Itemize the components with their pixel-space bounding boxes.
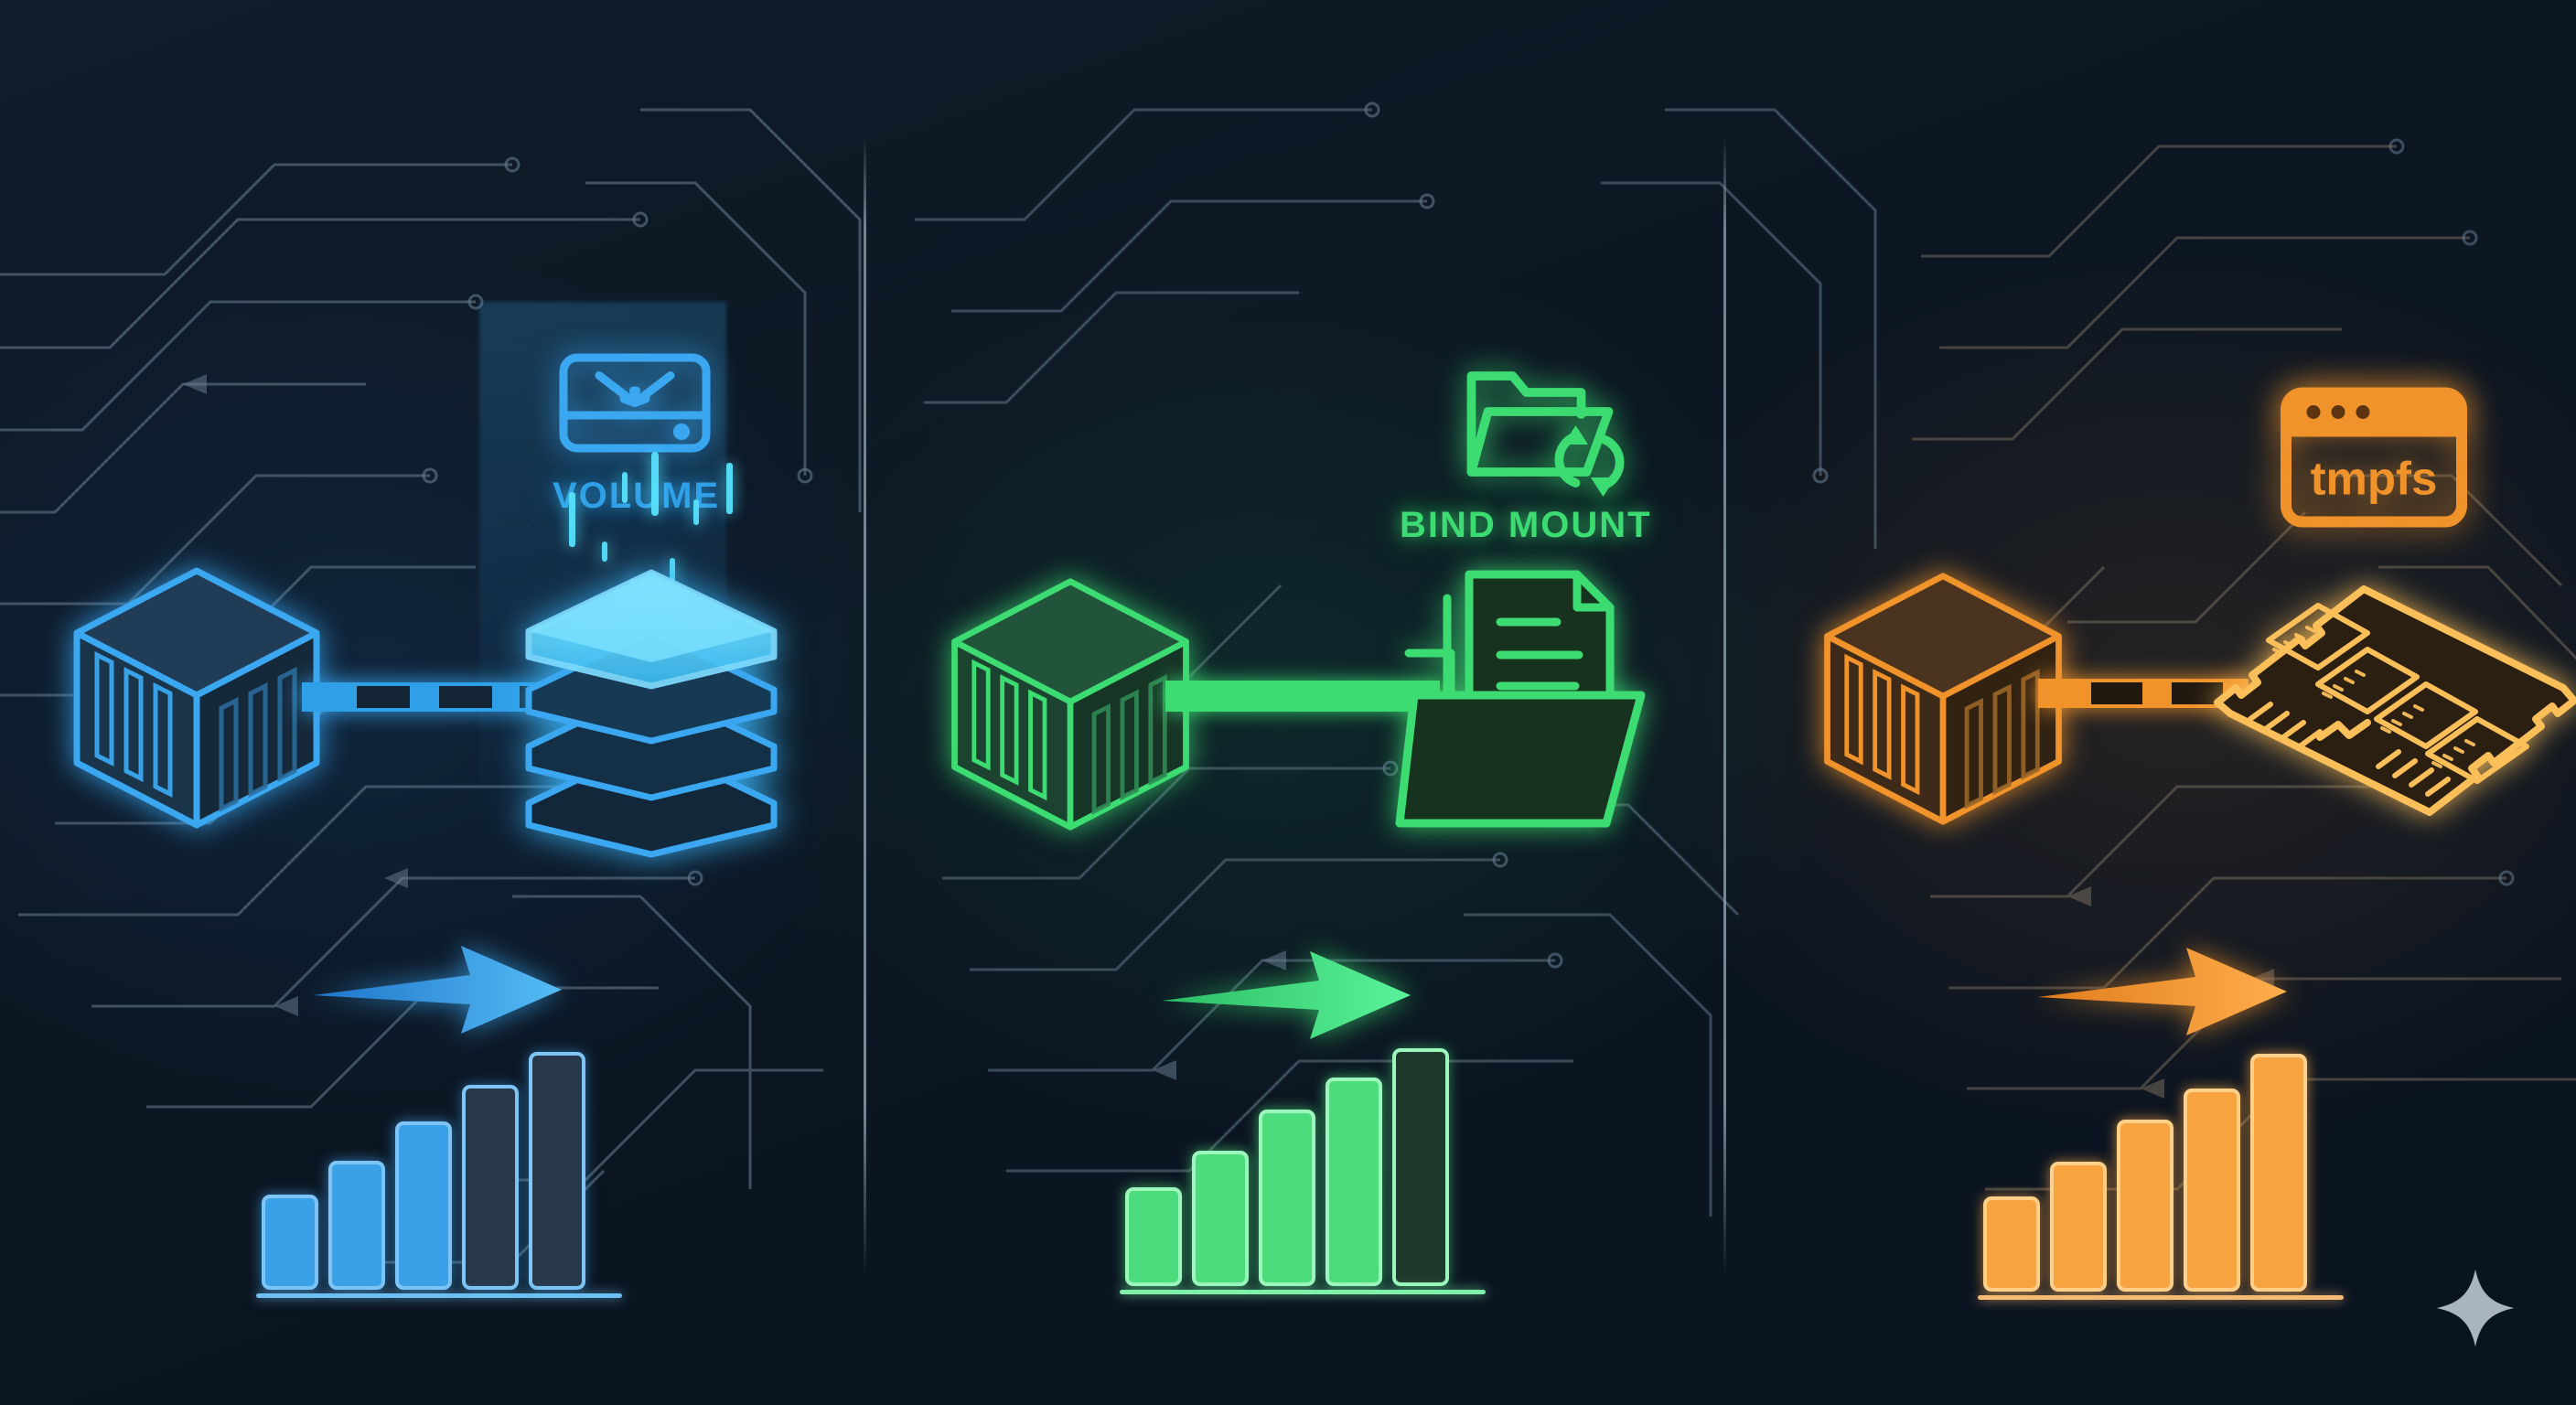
- growth-arrow-icon: [2038, 948, 2287, 1035]
- tmpfs-performance-chart: [1983, 1054, 2349, 1292]
- folder-with-document-icon: [1395, 570, 1646, 828]
- hard-drive-icon: [559, 353, 711, 453]
- bind-mount-chart-baseline: [1120, 1290, 1486, 1294]
- container-cube-icon: [73, 567, 320, 829]
- ram-memory-stick-icon: [2214, 585, 2576, 816]
- container-cube-icon: [951, 578, 1189, 831]
- volume-connector: [302, 682, 567, 712]
- bar-4: [462, 1085, 519, 1290]
- tmpfs-connector: [2038, 679, 2249, 708]
- bar-2: [2050, 1162, 2107, 1292]
- database-stack-icon: [525, 452, 778, 858]
- volume-label: VOLUME: [553, 476, 721, 516]
- bar-3: [1259, 1110, 1315, 1286]
- volume-performance-chart: [262, 1052, 628, 1290]
- bind-mount-performance-chart: [1125, 1048, 1491, 1286]
- bar-4: [2184, 1089, 2240, 1292]
- bar-1: [1983, 1196, 2040, 1292]
- bar-1: [262, 1195, 318, 1290]
- tmpfs-window-icon: tmpfs: [2281, 387, 2467, 528]
- bar-2: [328, 1161, 385, 1290]
- bar-4: [1326, 1078, 1382, 1286]
- folder-sync-icon: [1466, 371, 1625, 497]
- bind-mount-label: BIND MOUNT: [1400, 505, 1652, 545]
- sparkle-icon: [2436, 1269, 2515, 1347]
- bar-5: [2250, 1054, 2307, 1292]
- panel-divider-right: [1723, 135, 1726, 1277]
- panel-volume: VOLUME: [0, 0, 864, 1405]
- bar-5: [1392, 1048, 1449, 1286]
- panel-tmpfs: tmpfs: [1723, 0, 2576, 1405]
- volume-chart-baseline: [256, 1293, 622, 1298]
- tmpfs-label: tmpfs: [2311, 453, 2438, 505]
- bar-5: [529, 1052, 585, 1290]
- growth-arrow-icon: [1162, 951, 1411, 1039]
- growth-arrow-icon: [313, 946, 562, 1034]
- panel-divider-left: [864, 135, 866, 1277]
- tmpfs-chart-baseline: [1978, 1295, 2344, 1300]
- bar-2: [1192, 1151, 1249, 1286]
- bar-3: [2117, 1120, 2174, 1292]
- bar-3: [395, 1121, 452, 1290]
- panel-bind-mount: BIND MOUNT: [864, 0, 1723, 1405]
- bar-1: [1125, 1187, 1182, 1286]
- container-cube-icon: [1824, 573, 2062, 825]
- bind-mount-connector: [1165, 681, 1440, 712]
